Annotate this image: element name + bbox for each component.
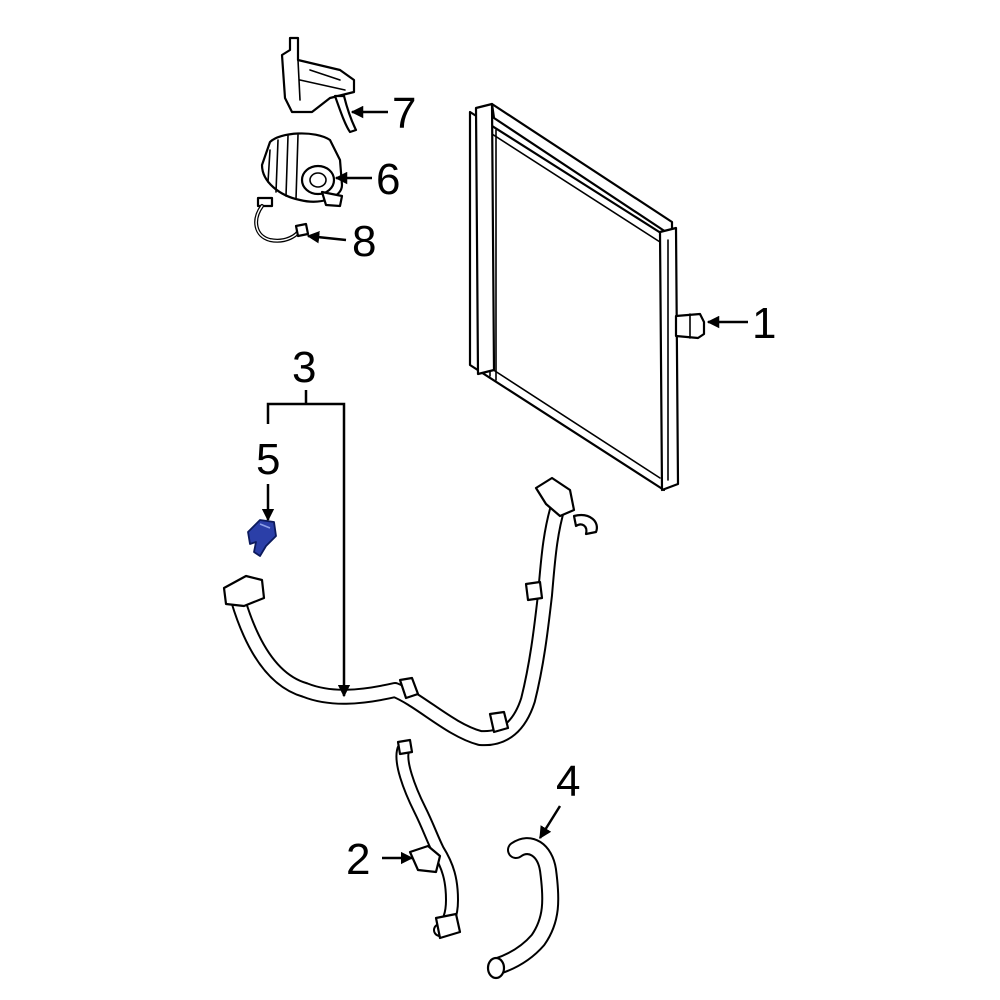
part-5-clip[interactable] <box>247 519 277 557</box>
callout-6: 6 <box>376 155 400 204</box>
callout-8: 8 <box>352 217 376 266</box>
leader-lines <box>261 105 748 865</box>
callout-5: 5 <box>256 435 280 484</box>
part-7-bracket[interactable] <box>280 36 358 134</box>
callout-3: 3 <box>292 343 316 392</box>
part-3-hose-assembly[interactable] <box>222 476 598 747</box>
part-6-pump[interactable] <box>260 132 344 208</box>
part-1-condenser[interactable] <box>468 102 706 492</box>
callout-4: 4 <box>556 757 580 806</box>
callout-2: 2 <box>346 835 370 884</box>
part-2-pump-hose[interactable] <box>395 738 462 940</box>
part-4-outlet-hose[interactable] <box>486 837 560 980</box>
callout-7: 7 <box>392 89 416 138</box>
part-8-harness[interactable] <box>254 196 310 243</box>
callout-1: 1 <box>752 299 776 348</box>
